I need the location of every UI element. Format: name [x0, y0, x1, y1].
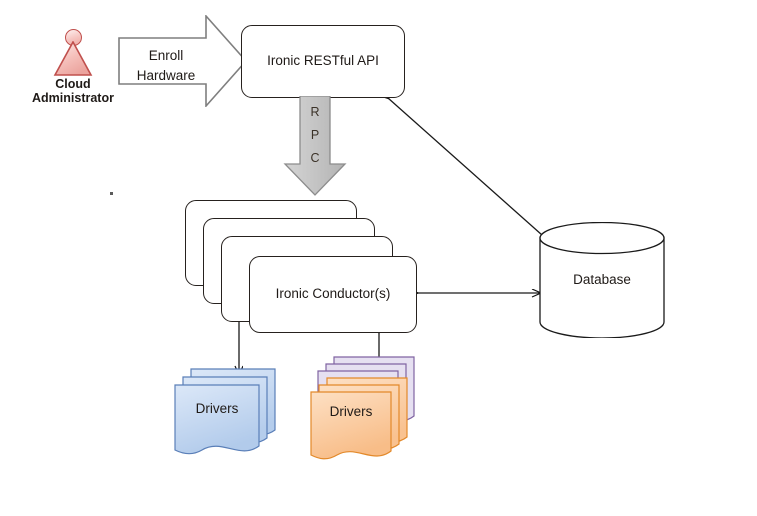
- enroll-arrow-label-line2: Hardware: [136, 68, 196, 83]
- database-cylinder[interactable]: Database: [538, 221, 666, 343]
- ironic-restful-api-label: Ironic RESTful API: [267, 53, 379, 68]
- actor-body-icon: [53, 41, 93, 76]
- drivers-right-front[interactable]: [310, 391, 392, 463]
- rpc-letter-p: P: [310, 128, 320, 142]
- actor-label-line1: Cloud: [55, 77, 91, 91]
- stray-dot-artifact: [110, 192, 113, 195]
- edge-api-database: [388, 98, 551, 243]
- enroll-hardware-arrow: Enroll Hardware: [118, 13, 248, 112]
- drivers-left-front[interactable]: [174, 384, 260, 458]
- database-label: Database: [573, 272, 631, 287]
- rpc-arrow: R P C: [283, 95, 347, 202]
- drivers-right-label: Drivers: [329, 404, 373, 419]
- ironic-conductor-label: Ironic Conductor(s): [275, 286, 391, 301]
- ironic-restful-api-box[interactable]: Ironic RESTful API: [241, 25, 405, 98]
- enroll-arrow-label-line1: Enroll: [148, 48, 184, 63]
- rpc-letter-r: R: [310, 105, 320, 119]
- actor-label-line2: Administrator: [32, 91, 114, 105]
- drivers-left-label: Drivers: [195, 401, 239, 416]
- ironic-conductor-box[interactable]: Ironic Conductor(s): [249, 256, 417, 333]
- rpc-letter-c: C: [310, 151, 320, 165]
